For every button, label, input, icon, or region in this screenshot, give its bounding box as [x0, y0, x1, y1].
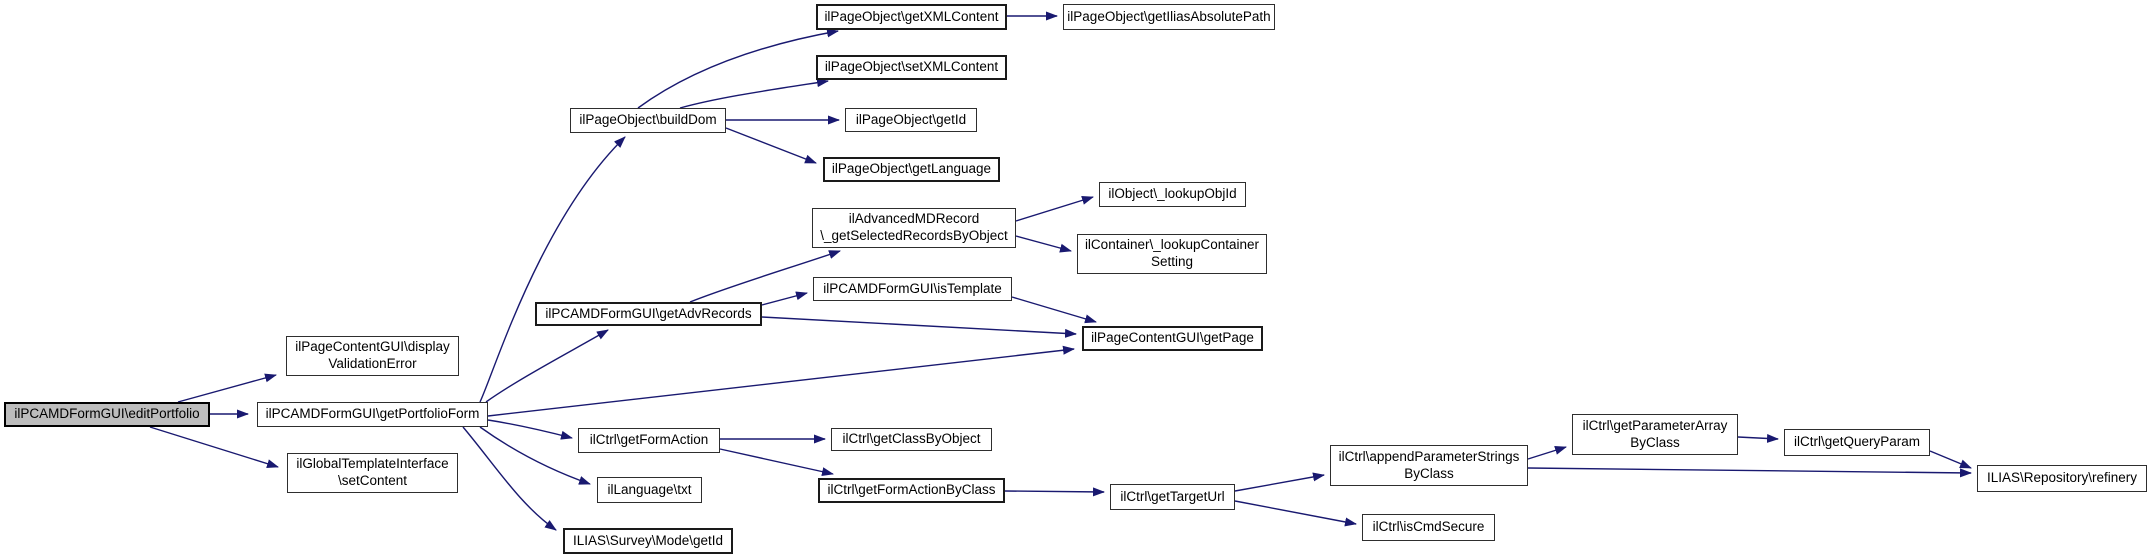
node-refinery[interactable]: ILIAS\Repository\refinery [1977, 465, 2147, 492]
edge-getSelectedRecordsByObject-to-lookupObjId [1015, 195, 1094, 222]
edge-buildDom-to-setXMLContent [679, 78, 829, 109]
node-getFormAction[interactable]: ilCtrl\getFormAction [578, 428, 720, 453]
edge-getTargetUrl-to-isCmdSecure [1234, 500, 1357, 527]
edge-getTargetUrl-to-appendParameterStringsByClass [1234, 472, 1325, 492]
node-label: ILIAS\Survey\Mode\getId [572, 532, 724, 548]
node-label: ILIAS\Repository\refinery [1986, 470, 2138, 486]
edge-getPortfolioForm-to-buildDom [479, 136, 626, 403]
node-label: ilCtrl\appendParameterStrings [1338, 448, 1520, 464]
edge-getPortfolioForm-to-txt [479, 426, 591, 485]
node-buildDom[interactable]: ilPageObject\buildDom [570, 108, 726, 133]
node-label: ilPageObject\setXMLContent [824, 59, 999, 75]
node-label: ilCtrl\getParameterArray [1582, 417, 1728, 433]
node-editPortfolio: ilPCAMDFormGUI\editPortfolio [4, 402, 210, 427]
node-setContent[interactable]: ilGlobalTemplateInterface\setContent [287, 453, 458, 493]
node-label: ilPageObject\getLanguage [831, 161, 992, 177]
node-label: ilPageContentGUI\display [295, 339, 450, 355]
node-label: ilPageObject\buildDom [579, 112, 717, 128]
node-label: ByClass [1630, 434, 1680, 450]
edge-getSelectedRecordsByObject-to-lookupContainerSetting [1015, 235, 1072, 253]
node-label: ilLanguage\txt [607, 481, 692, 497]
edge-getParameterArrayByClass-to-getQueryParam [1737, 433, 1779, 443]
edge-getFormAction-to-getFormActionByClass [719, 448, 834, 477]
node-getSelectedRecordsByObject[interactable]: ilAdvancedMDRecord\_getSelectedRecordsBy… [812, 208, 1016, 248]
edge-getFormActionByClass-to-getTargetUrl [1004, 487, 1105, 497]
node-label: \setContent [337, 473, 408, 488]
edge-getPortfolioForm-to-getPage [487, 345, 1075, 417]
node-getPage[interactable]: ilPageContentGUI\getPage [1082, 326, 1263, 351]
node-isTemplate[interactable]: ilPCAMDFormGUI\isTemplate [813, 277, 1012, 301]
edge-getPortfolioForm-to-getFormAction [487, 419, 573, 440]
node-getPortfolioForm[interactable]: ilPCAMDFormGUI\getPortfolioForm [257, 402, 488, 427]
node-label: ilCtrl\isCmdSecure [1372, 519, 1485, 535]
node-label: ilPageObject\getXMLContent [824, 8, 999, 24]
edge-appendParameterStringsByClass-to-getParameterArrayByClass [1527, 446, 1567, 460]
node-getIliasAbsolutePath[interactable]: ilPageObject\getIliasAbsolutePath [1063, 4, 1275, 30]
edge-editPortfolio-to-setContent [149, 426, 279, 469]
node-getIdPageObject[interactable]: ilPageObject\getId [845, 108, 977, 132]
node-label: ilCtrl\getTargetUrl [1120, 488, 1225, 504]
node-label: \_getSelectedRecordsByObject [820, 228, 1008, 243]
edge-getAdvRecords-to-getSelectedRecordsByObject [689, 250, 841, 303]
node-getFormActionByClass[interactable]: ilCtrl\getFormActionByClass [818, 478, 1005, 503]
node-isCmdSecure[interactable]: ilCtrl\isCmdSecure [1362, 514, 1495, 541]
edge-buildDom-to-getXMLContent [637, 28, 839, 109]
node-lookupObjId[interactable]: ilObject\_lookupObjId [1099, 182, 1246, 207]
edge-getAdvRecords-to-isTemplate [761, 291, 808, 306]
edge-getPortfolioForm-to-getAdvRecords [485, 329, 609, 403]
node-label: ilPCAMDFormGUI\getAdvRecords [545, 305, 752, 321]
node-getXMLContent[interactable]: ilPageObject\getXMLContent [816, 4, 1007, 30]
node-label: ilPageObject\getIliasAbsolutePath [1067, 8, 1271, 24]
edge-getAdvRecords-to-getPage [761, 316, 1077, 338]
node-label: ValidationError [328, 356, 417, 371]
node-label: Setting [1150, 254, 1194, 269]
node-label: ilCtrl\getFormAction [589, 432, 709, 448]
node-getQueryParam[interactable]: ilCtrl\getQueryParam [1784, 429, 1930, 456]
node-label: ilCtrl\getFormActionByClass [827, 482, 996, 498]
edge-editPortfolio-to-displayValidationError [177, 373, 277, 403]
node-label: ilAdvancedMDRecord [848, 211, 980, 227]
node-getAdvRecords[interactable]: ilPCAMDFormGUI\getAdvRecords [535, 302, 762, 326]
node-txt[interactable]: ilLanguage\txt [597, 477, 702, 503]
node-label: ilPageContentGUI\getPage [1091, 330, 1254, 346]
edge-buildDom-to-getLanguage [725, 127, 817, 164]
node-surveyModeGetId[interactable]: ILIAS\Survey\Mode\getId [563, 528, 733, 554]
node-label: ilContainer\_lookupContainer [1084, 237, 1260, 253]
node-getClassByObject[interactable]: ilCtrl\getClassByObject [831, 428, 992, 451]
edge-isTemplate-to-getPage [1011, 296, 1097, 324]
edge-appendParameterStringsByClass-to-refinery [1527, 467, 1972, 478]
edge-getPortfolioForm-to-surveyModeGetId [462, 426, 557, 531]
node-label: ilCtrl\getQueryParam [1793, 434, 1921, 450]
node-label: ilPCAMDFormGUI\getPortfolioForm [265, 406, 480, 422]
node-label: ilPCAMDFormGUI\isTemplate [823, 280, 1002, 296]
node-label: ByClass [1404, 465, 1454, 481]
node-getLanguage[interactable]: ilPageObject\getLanguage [823, 157, 1000, 182]
node-label: ilPCAMDFormGUI\editPortfolio [14, 406, 200, 422]
node-getTargetUrl[interactable]: ilCtrl\getTargetUrl [1110, 484, 1235, 510]
node-label: ilPageObject\getId [855, 111, 967, 127]
node-setXMLContent[interactable]: ilPageObject\setXMLContent [816, 55, 1007, 80]
node-label: ilObject\_lookupObjId [1108, 186, 1237, 202]
node-label: ilGlobalTemplateInterface [296, 456, 449, 472]
edge-getQueryParam-to-refinery [1929, 450, 1972, 469]
node-label: ilCtrl\getClassByObject [842, 431, 981, 447]
